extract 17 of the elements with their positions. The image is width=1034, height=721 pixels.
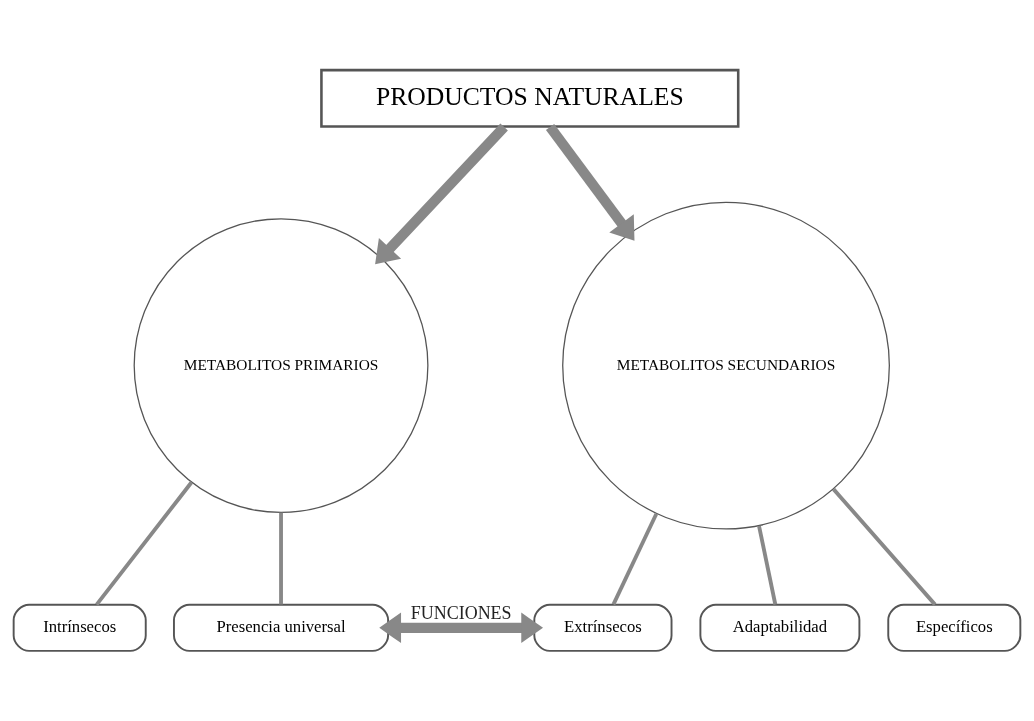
connector: [832, 487, 937, 606]
edge-label: FUNCIONES: [410, 603, 512, 624]
arrow: [379, 612, 544, 643]
node-box: Adaptabilidad: [699, 603, 861, 652]
arrow: [375, 123, 508, 265]
node-box: Intrínsecos: [12, 603, 147, 652]
node-box: Extrínsecos: [533, 603, 673, 652]
arrow: [545, 123, 635, 241]
node-circle: METABOLITOS PRIMARIOS: [133, 218, 429, 514]
connector: [279, 512, 283, 605]
node-box: Presencia universal: [173, 603, 390, 652]
connector: [611, 512, 659, 606]
connector: [95, 481, 194, 606]
node-circle: METABOLITOS SECUNDARIOS: [562, 201, 890, 530]
connector: [757, 525, 778, 605]
node-box: Específicos: [887, 603, 1022, 652]
node-box: PRODUCTOS NATURALES: [320, 68, 740, 128]
